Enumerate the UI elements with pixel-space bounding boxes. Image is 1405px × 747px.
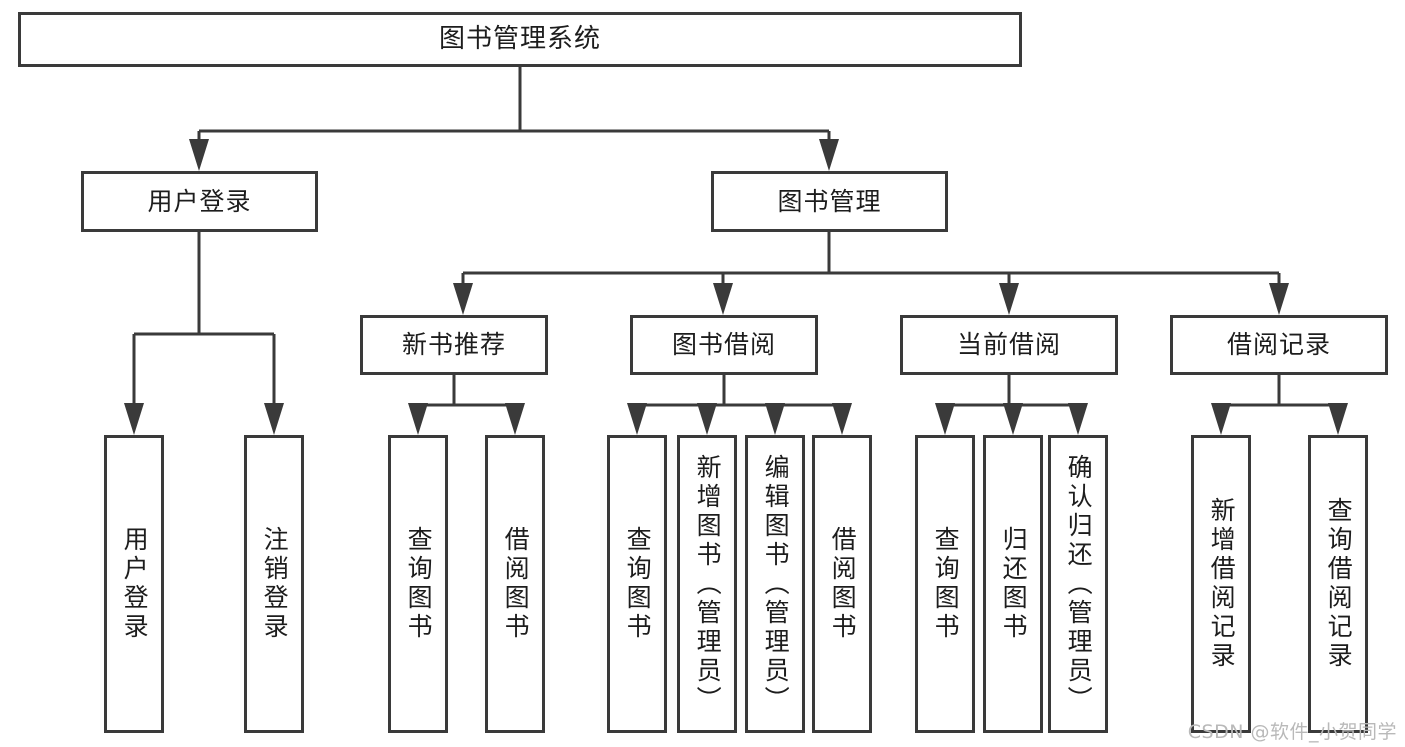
leaf-label: 用户登录 bbox=[120, 526, 150, 642]
leaf-confirm-return-admin[interactable]: 确认归还（管理员） bbox=[1048, 435, 1108, 733]
node-book-management[interactable]: 图书管理 bbox=[711, 171, 948, 232]
node-label: 借阅记录 bbox=[1226, 330, 1331, 360]
leaf-label: 查询图书 bbox=[623, 526, 653, 642]
leaf-label: 查询图书 bbox=[404, 526, 434, 642]
leaf-edit-book-admin[interactable]: 编辑图书（管理员） bbox=[745, 435, 805, 733]
node-book-borrow[interactable]: 图书借阅 bbox=[630, 315, 818, 375]
node-new-book-recommend[interactable]: 新书推荐 bbox=[360, 315, 548, 375]
leaf-label: 新增图书（管理员） bbox=[693, 453, 723, 715]
leaf-logout-login[interactable]: 注销登录 bbox=[244, 435, 304, 733]
leaf-label: 编辑图书（管理员） bbox=[761, 453, 791, 715]
watermark: CSDN @软件_小贺同学 bbox=[1187, 721, 1397, 743]
leaf-label: 新增借阅记录 bbox=[1207, 497, 1237, 671]
node-label: 图书借阅 bbox=[671, 330, 776, 360]
leaf-label: 查询借阅记录 bbox=[1324, 497, 1354, 671]
leaf-query-book-borrow[interactable]: 查询图书 bbox=[607, 435, 667, 733]
leaf-user-login[interactable]: 用户登录 bbox=[104, 435, 164, 733]
leaf-query-borrow-record[interactable]: 查询借阅记录 bbox=[1308, 435, 1368, 733]
leaf-borrow-book-recommend[interactable]: 借阅图书 bbox=[485, 435, 545, 733]
leaf-label: 借阅图书 bbox=[501, 526, 531, 642]
leaf-return-book[interactable]: 归还图书 bbox=[983, 435, 1043, 733]
node-root-system[interactable]: 图书管理系统 bbox=[18, 12, 1022, 67]
node-label: 当前借阅 bbox=[956, 330, 1061, 360]
leaf-label: 注销登录 bbox=[260, 526, 290, 642]
leaf-query-book-recommend[interactable]: 查询图书 bbox=[388, 435, 448, 733]
leaf-add-borrow-record[interactable]: 新增借阅记录 bbox=[1191, 435, 1251, 733]
node-label: 用户登录 bbox=[147, 186, 252, 216]
node-current-borrow[interactable]: 当前借阅 bbox=[900, 315, 1118, 375]
leaf-query-book-current[interactable]: 查询图书 bbox=[915, 435, 975, 733]
leaf-borrow-book[interactable]: 借阅图书 bbox=[812, 435, 872, 733]
leaf-label: 确认归还（管理员） bbox=[1064, 453, 1094, 715]
leaf-add-book-admin[interactable]: 新增图书（管理员） bbox=[677, 435, 737, 733]
node-borrow-record[interactable]: 借阅记录 bbox=[1170, 315, 1388, 375]
leaf-label: 借阅图书 bbox=[828, 526, 858, 642]
leaf-label: 查询图书 bbox=[931, 526, 961, 642]
node-root-label: 图书管理系统 bbox=[438, 24, 601, 55]
leaf-label: 归还图书 bbox=[999, 526, 1029, 642]
node-label: 新书推荐 bbox=[401, 330, 506, 360]
node-label: 图书管理 bbox=[777, 186, 882, 216]
node-user-login[interactable]: 用户登录 bbox=[81, 171, 318, 232]
